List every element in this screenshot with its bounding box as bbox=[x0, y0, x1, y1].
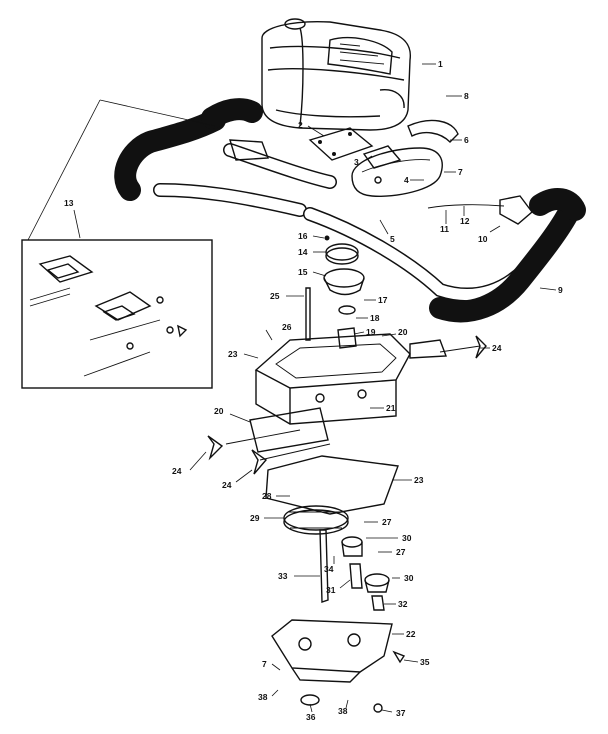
callout-label: 28 bbox=[262, 491, 272, 501]
pinion-gears bbox=[341, 536, 390, 611]
callout-label: 21 bbox=[386, 403, 396, 413]
callout-label: 13 bbox=[64, 198, 74, 208]
callout-label: 30 bbox=[402, 533, 412, 543]
callout-label: 34 bbox=[324, 564, 334, 574]
callout-label: 6 bbox=[464, 135, 469, 145]
callout-label: 15 bbox=[298, 267, 308, 277]
callout-label: 17 bbox=[378, 295, 388, 305]
throttle-lever bbox=[499, 195, 533, 225]
callout-label: 14 bbox=[298, 247, 308, 257]
output-shaft bbox=[319, 529, 329, 603]
callout-label: 9 bbox=[558, 285, 563, 295]
callout-label: 33 bbox=[278, 571, 288, 581]
callout-label: 4 bbox=[404, 175, 409, 185]
callout-label: 23 bbox=[228, 349, 238, 359]
clutch-assembly bbox=[323, 235, 365, 349]
callout-label: 20 bbox=[214, 406, 224, 416]
callout-label: 10 bbox=[478, 234, 488, 244]
callout-group: 1 2 3 4 5 6 7 8 9 10 11 12 13 14 15 16 1 bbox=[64, 59, 563, 722]
throttle-cable bbox=[427, 204, 505, 209]
t-handles bbox=[207, 335, 487, 475]
callout-label: 24 bbox=[172, 466, 182, 476]
inset-detail-box bbox=[21, 99, 216, 389]
left-handle bbox=[114, 98, 337, 217]
callout-label: 22 bbox=[406, 629, 416, 639]
callout-label: 38 bbox=[338, 706, 348, 716]
callout-label: 5 bbox=[390, 234, 395, 244]
callout-label: 24 bbox=[222, 480, 232, 490]
callout-label: 35 bbox=[420, 657, 430, 667]
housing-gasket bbox=[265, 455, 399, 515]
callout-label: 24 bbox=[492, 343, 502, 353]
callout-label: 11 bbox=[440, 224, 449, 234]
callout-label: 18 bbox=[370, 313, 380, 323]
retaining-ring bbox=[373, 703, 383, 713]
screw bbox=[392, 650, 406, 664]
callout-label: 27 bbox=[396, 547, 406, 557]
callout-label: 16 bbox=[298, 231, 308, 241]
bottom-seal bbox=[300, 694, 320, 706]
callout-label: 23 bbox=[414, 475, 424, 485]
gasket bbox=[362, 145, 402, 169]
exhaust-bracket bbox=[407, 119, 459, 143]
callout-label: 26 bbox=[282, 322, 292, 332]
callout-label: 8 bbox=[464, 91, 469, 101]
gear-housing bbox=[254, 333, 447, 425]
callout-label: 30 bbox=[404, 573, 414, 583]
callout-label: 2 bbox=[298, 120, 303, 130]
callout-label: 1 bbox=[438, 59, 443, 69]
engine bbox=[261, 18, 412, 131]
muffler bbox=[351, 147, 443, 198]
callout-label: 12 bbox=[460, 216, 470, 226]
callout-label: 37 bbox=[396, 708, 406, 718]
lower-gear-case bbox=[271, 619, 393, 683]
callout-label: 25 bbox=[270, 291, 280, 301]
callout-label: 38 bbox=[258, 692, 268, 702]
callout-label: 32 bbox=[398, 599, 408, 609]
callout-label: 3 bbox=[354, 157, 359, 167]
callout-label: 36 bbox=[306, 712, 316, 722]
callout-label: 7 bbox=[262, 659, 267, 669]
bolt bbox=[305, 287, 311, 341]
right-handle bbox=[303, 188, 586, 323]
gasket-plate bbox=[308, 127, 374, 161]
callout-label: 19 bbox=[366, 327, 376, 337]
callout-label: 27 bbox=[382, 517, 392, 527]
side-bushing bbox=[249, 407, 329, 453]
callout-label: 20 bbox=[398, 327, 408, 337]
main-gear bbox=[283, 505, 349, 535]
callout-label: 7 bbox=[458, 167, 463, 177]
callout-label: 29 bbox=[250, 513, 260, 523]
callout-label: 31 bbox=[326, 585, 336, 595]
